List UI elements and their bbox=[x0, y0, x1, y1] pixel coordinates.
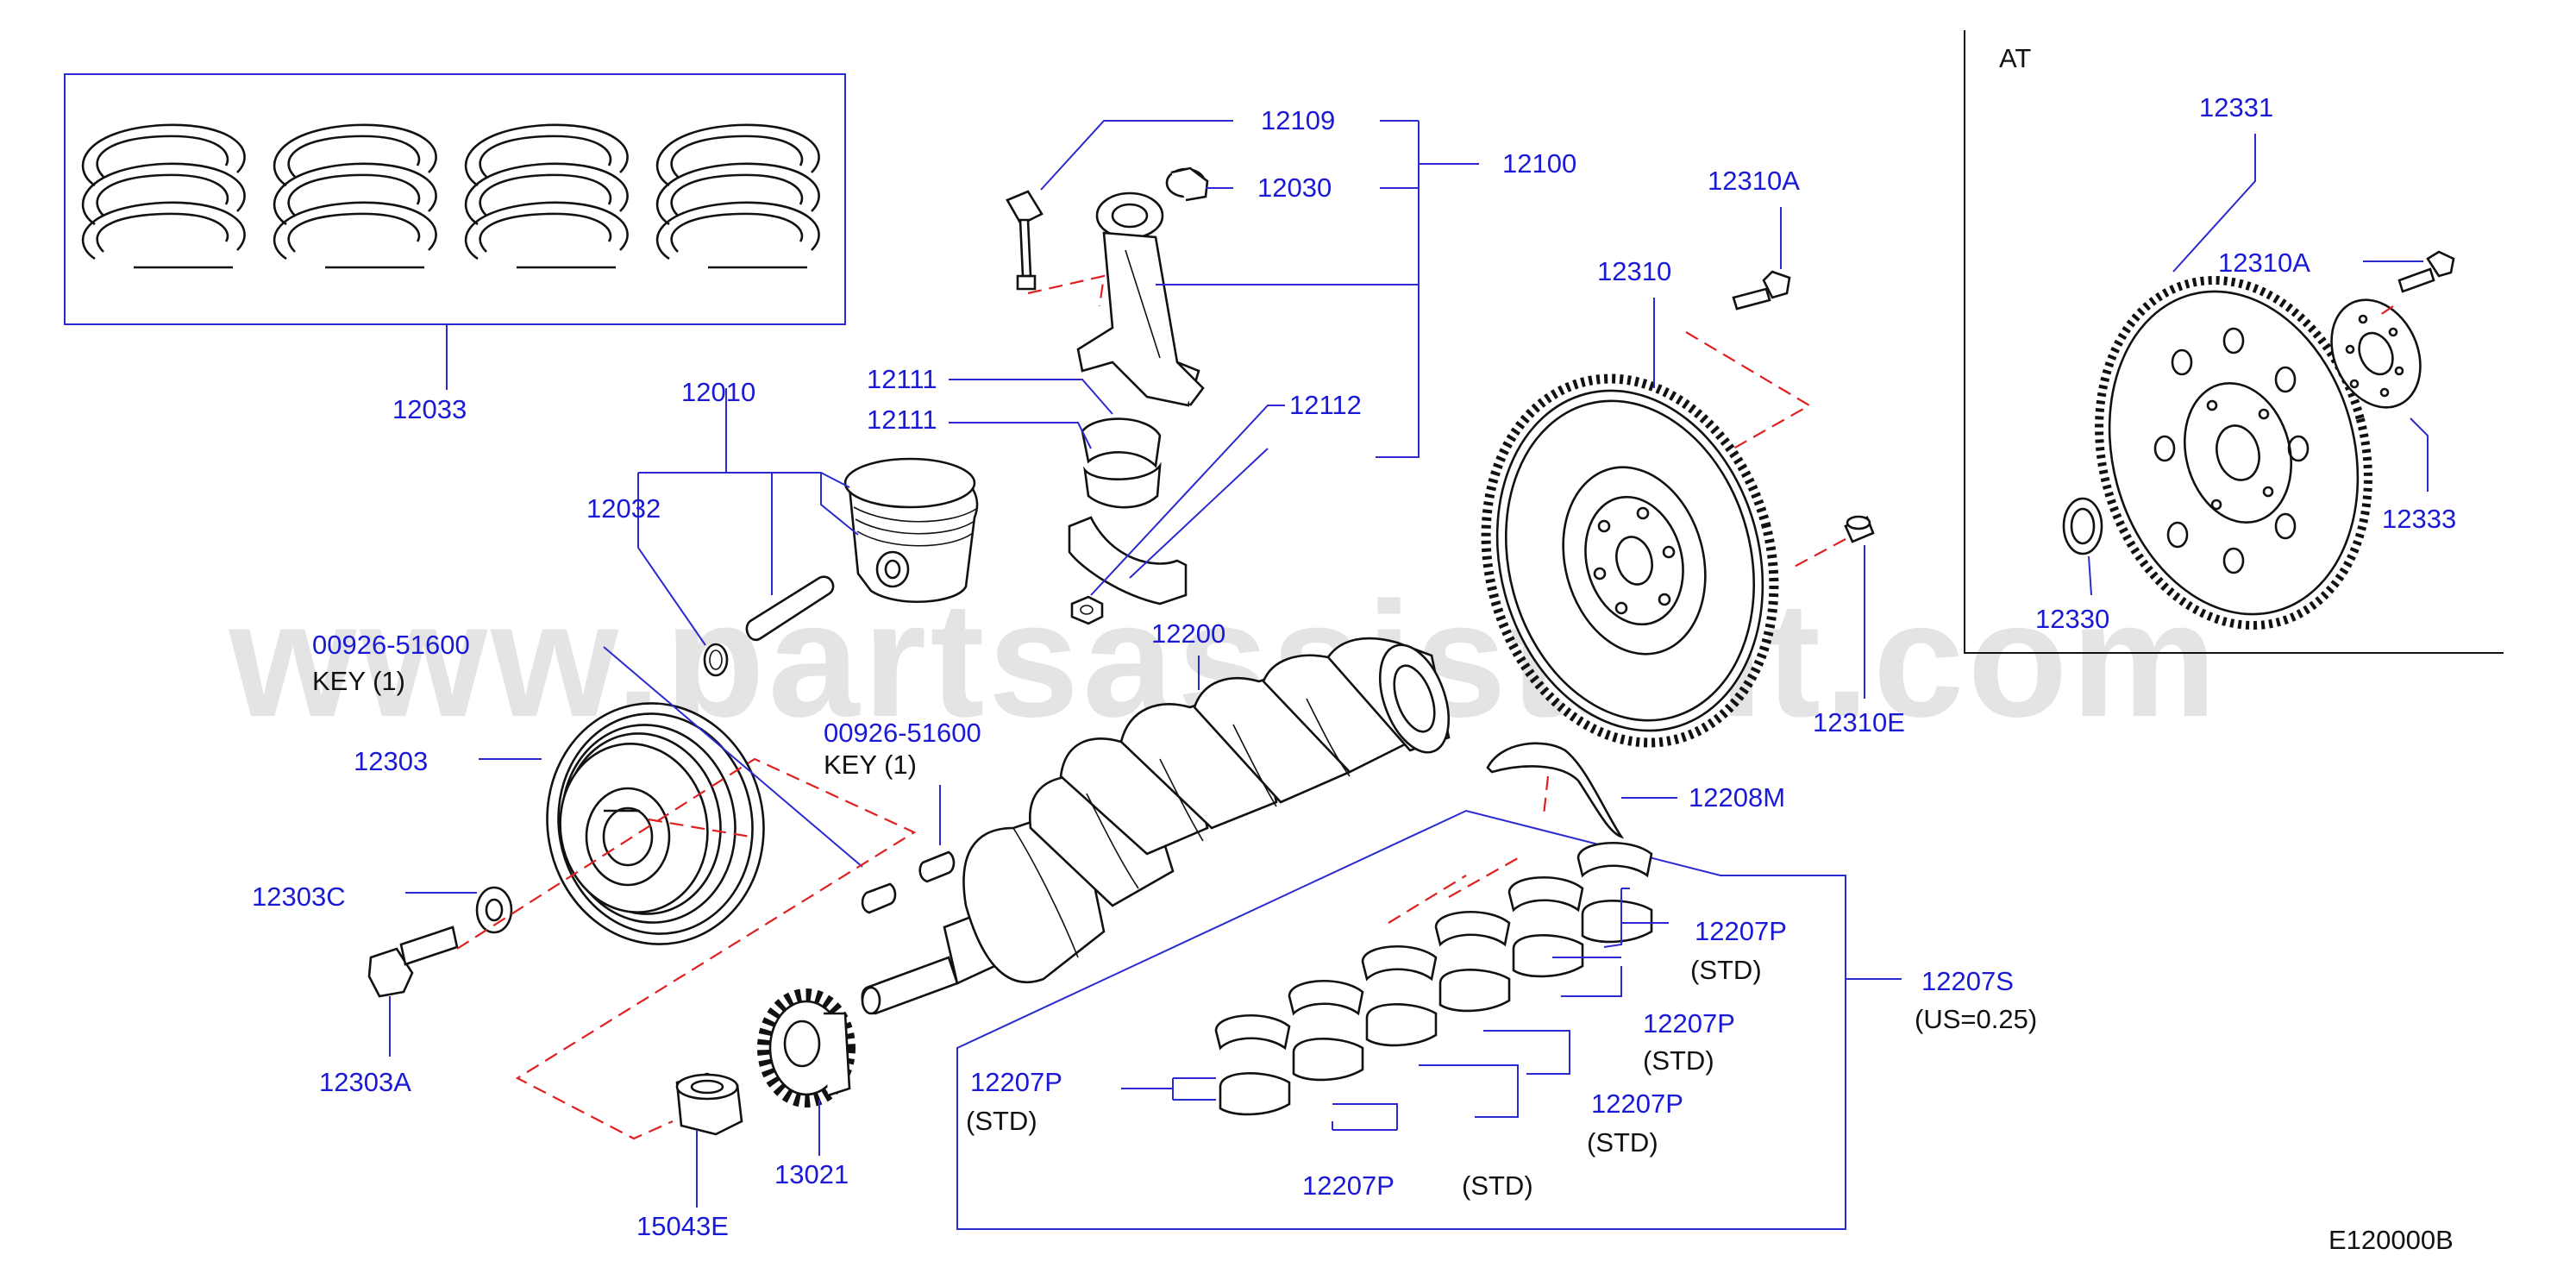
diagram-code: E120000B bbox=[2328, 1225, 2454, 1255]
pulley-bolt[interactable] bbox=[367, 925, 459, 998]
label-12330[interactable]: 12330 bbox=[2035, 604, 2109, 634]
flywheel[interactable] bbox=[1446, 346, 1814, 775]
label-12100[interactable]: 12100 bbox=[1502, 148, 1576, 179]
label-12033[interactable]: 12033 bbox=[392, 394, 467, 424]
label-15043E[interactable]: 15043E bbox=[636, 1211, 729, 1241]
label-13021[interactable]: 13021 bbox=[774, 1159, 849, 1189]
note-std-4: (STD) bbox=[966, 1106, 1037, 1136]
note-std-3: (STD) bbox=[1587, 1127, 1658, 1158]
flywheel-bolt[interactable] bbox=[1732, 270, 1791, 311]
label-12208M[interactable]: 12208M bbox=[1689, 782, 1785, 813]
note-std-2: (STD) bbox=[1643, 1045, 1714, 1076]
rod-bearing-lower[interactable] bbox=[1083, 461, 1162, 509]
note-key-a: KEY (1) bbox=[312, 666, 405, 696]
key-2[interactable] bbox=[918, 850, 956, 883]
label-12303[interactable]: 12303 bbox=[354, 746, 428, 776]
label-12010[interactable]: 12010 bbox=[681, 377, 755, 407]
rod-bushing[interactable] bbox=[1165, 166, 1209, 202]
pilot-bushing[interactable] bbox=[2062, 497, 2103, 555]
rod-bolt[interactable] bbox=[1006, 190, 1044, 291]
label-12207P-2[interactable]: 12207P bbox=[1643, 1008, 1735, 1038]
dowel-pin[interactable] bbox=[1844, 515, 1875, 543]
label-12310A-at[interactable]: 12310A bbox=[2218, 248, 2310, 278]
rod-nut[interactable] bbox=[1070, 595, 1104, 625]
main-bearing-set[interactable] bbox=[956, 809, 1902, 1230]
piston-pin[interactable] bbox=[745, 575, 835, 642]
note-std-1: (STD) bbox=[1690, 955, 1762, 985]
label-12112[interactable]: 12112 bbox=[1289, 390, 1362, 420]
label-12207P-4[interactable]: 12207P bbox=[970, 1067, 1062, 1097]
rod-cap[interactable] bbox=[1068, 516, 1188, 605]
label-12303A[interactable]: 12303A bbox=[319, 1067, 411, 1097]
label-12111-b[interactable]: 12111 bbox=[867, 405, 937, 435]
crank-sprocket[interactable] bbox=[757, 988, 856, 1107]
label-12331[interactable]: 12331 bbox=[2199, 92, 2273, 122]
label-12310A[interactable]: 12310A bbox=[1708, 166, 1800, 196]
drive-plate[interactable] bbox=[2062, 250, 2406, 656]
note-key-b: KEY (1) bbox=[824, 750, 917, 780]
label-12032[interactable]: 12032 bbox=[586, 493, 661, 524]
crankshaft[interactable] bbox=[861, 636, 1462, 1015]
label-12333[interactable]: 12333 bbox=[2382, 504, 2456, 534]
label-12207P-3[interactable]: 12207P bbox=[1591, 1089, 1683, 1119]
label-12030[interactable]: 12030 bbox=[1257, 173, 1332, 203]
piston-rings-group[interactable] bbox=[64, 73, 846, 390]
label-12200[interactable]: 12200 bbox=[1151, 618, 1225, 649]
key-1[interactable] bbox=[861, 882, 897, 914]
label-12207P-5[interactable]: 12207P bbox=[1302, 1170, 1395, 1201]
label-12109[interactable]: 12109 bbox=[1261, 105, 1335, 135]
note-std-5: (STD) bbox=[1462, 1170, 1533, 1201]
piston-assembly[interactable] bbox=[638, 388, 979, 604]
snap-ring[interactable] bbox=[637, 473, 729, 677]
label-00926-51600-b[interactable]: 00926-51600 bbox=[824, 718, 981, 748]
label-12111-a[interactable]: 12111 bbox=[867, 364, 937, 394]
rod-bearing-upper[interactable] bbox=[1081, 417, 1162, 468]
main-bearing-shell bbox=[1214, 1013, 1291, 1116]
crank-pulley[interactable] bbox=[529, 686, 783, 961]
thrust-washer[interactable] bbox=[1486, 742, 1625, 839]
pulley-washer[interactable] bbox=[475, 886, 513, 934]
at-section-title: AT bbox=[1999, 43, 2031, 73]
reinforcement-plate[interactable] bbox=[2315, 285, 2437, 422]
label-12310E[interactable]: 12310E bbox=[1813, 707, 1905, 737]
label-00926-51600-a[interactable]: 00926-51600 bbox=[312, 630, 470, 660]
at-section-frame bbox=[1964, 30, 2504, 654]
label-12310[interactable]: 12310 bbox=[1597, 256, 1671, 286]
label-12303C[interactable]: 12303C bbox=[252, 882, 346, 912]
connecting-rod[interactable] bbox=[1076, 191, 1205, 407]
drive-plate-bolt[interactable] bbox=[2397, 250, 2455, 293]
label-12207P-1[interactable]: 12207P bbox=[1695, 916, 1787, 946]
piston-ring-set bbox=[81, 123, 246, 269]
oil-pump-spacer[interactable] bbox=[675, 1072, 743, 1136]
note-us-025: (US=0.25) bbox=[1915, 1004, 2037, 1034]
label-12207S[interactable]: 12207S bbox=[1921, 966, 2014, 996]
callout-labels: 12033 12010 12032 12109 12030 12100 1211… bbox=[252, 43, 2456, 1255]
